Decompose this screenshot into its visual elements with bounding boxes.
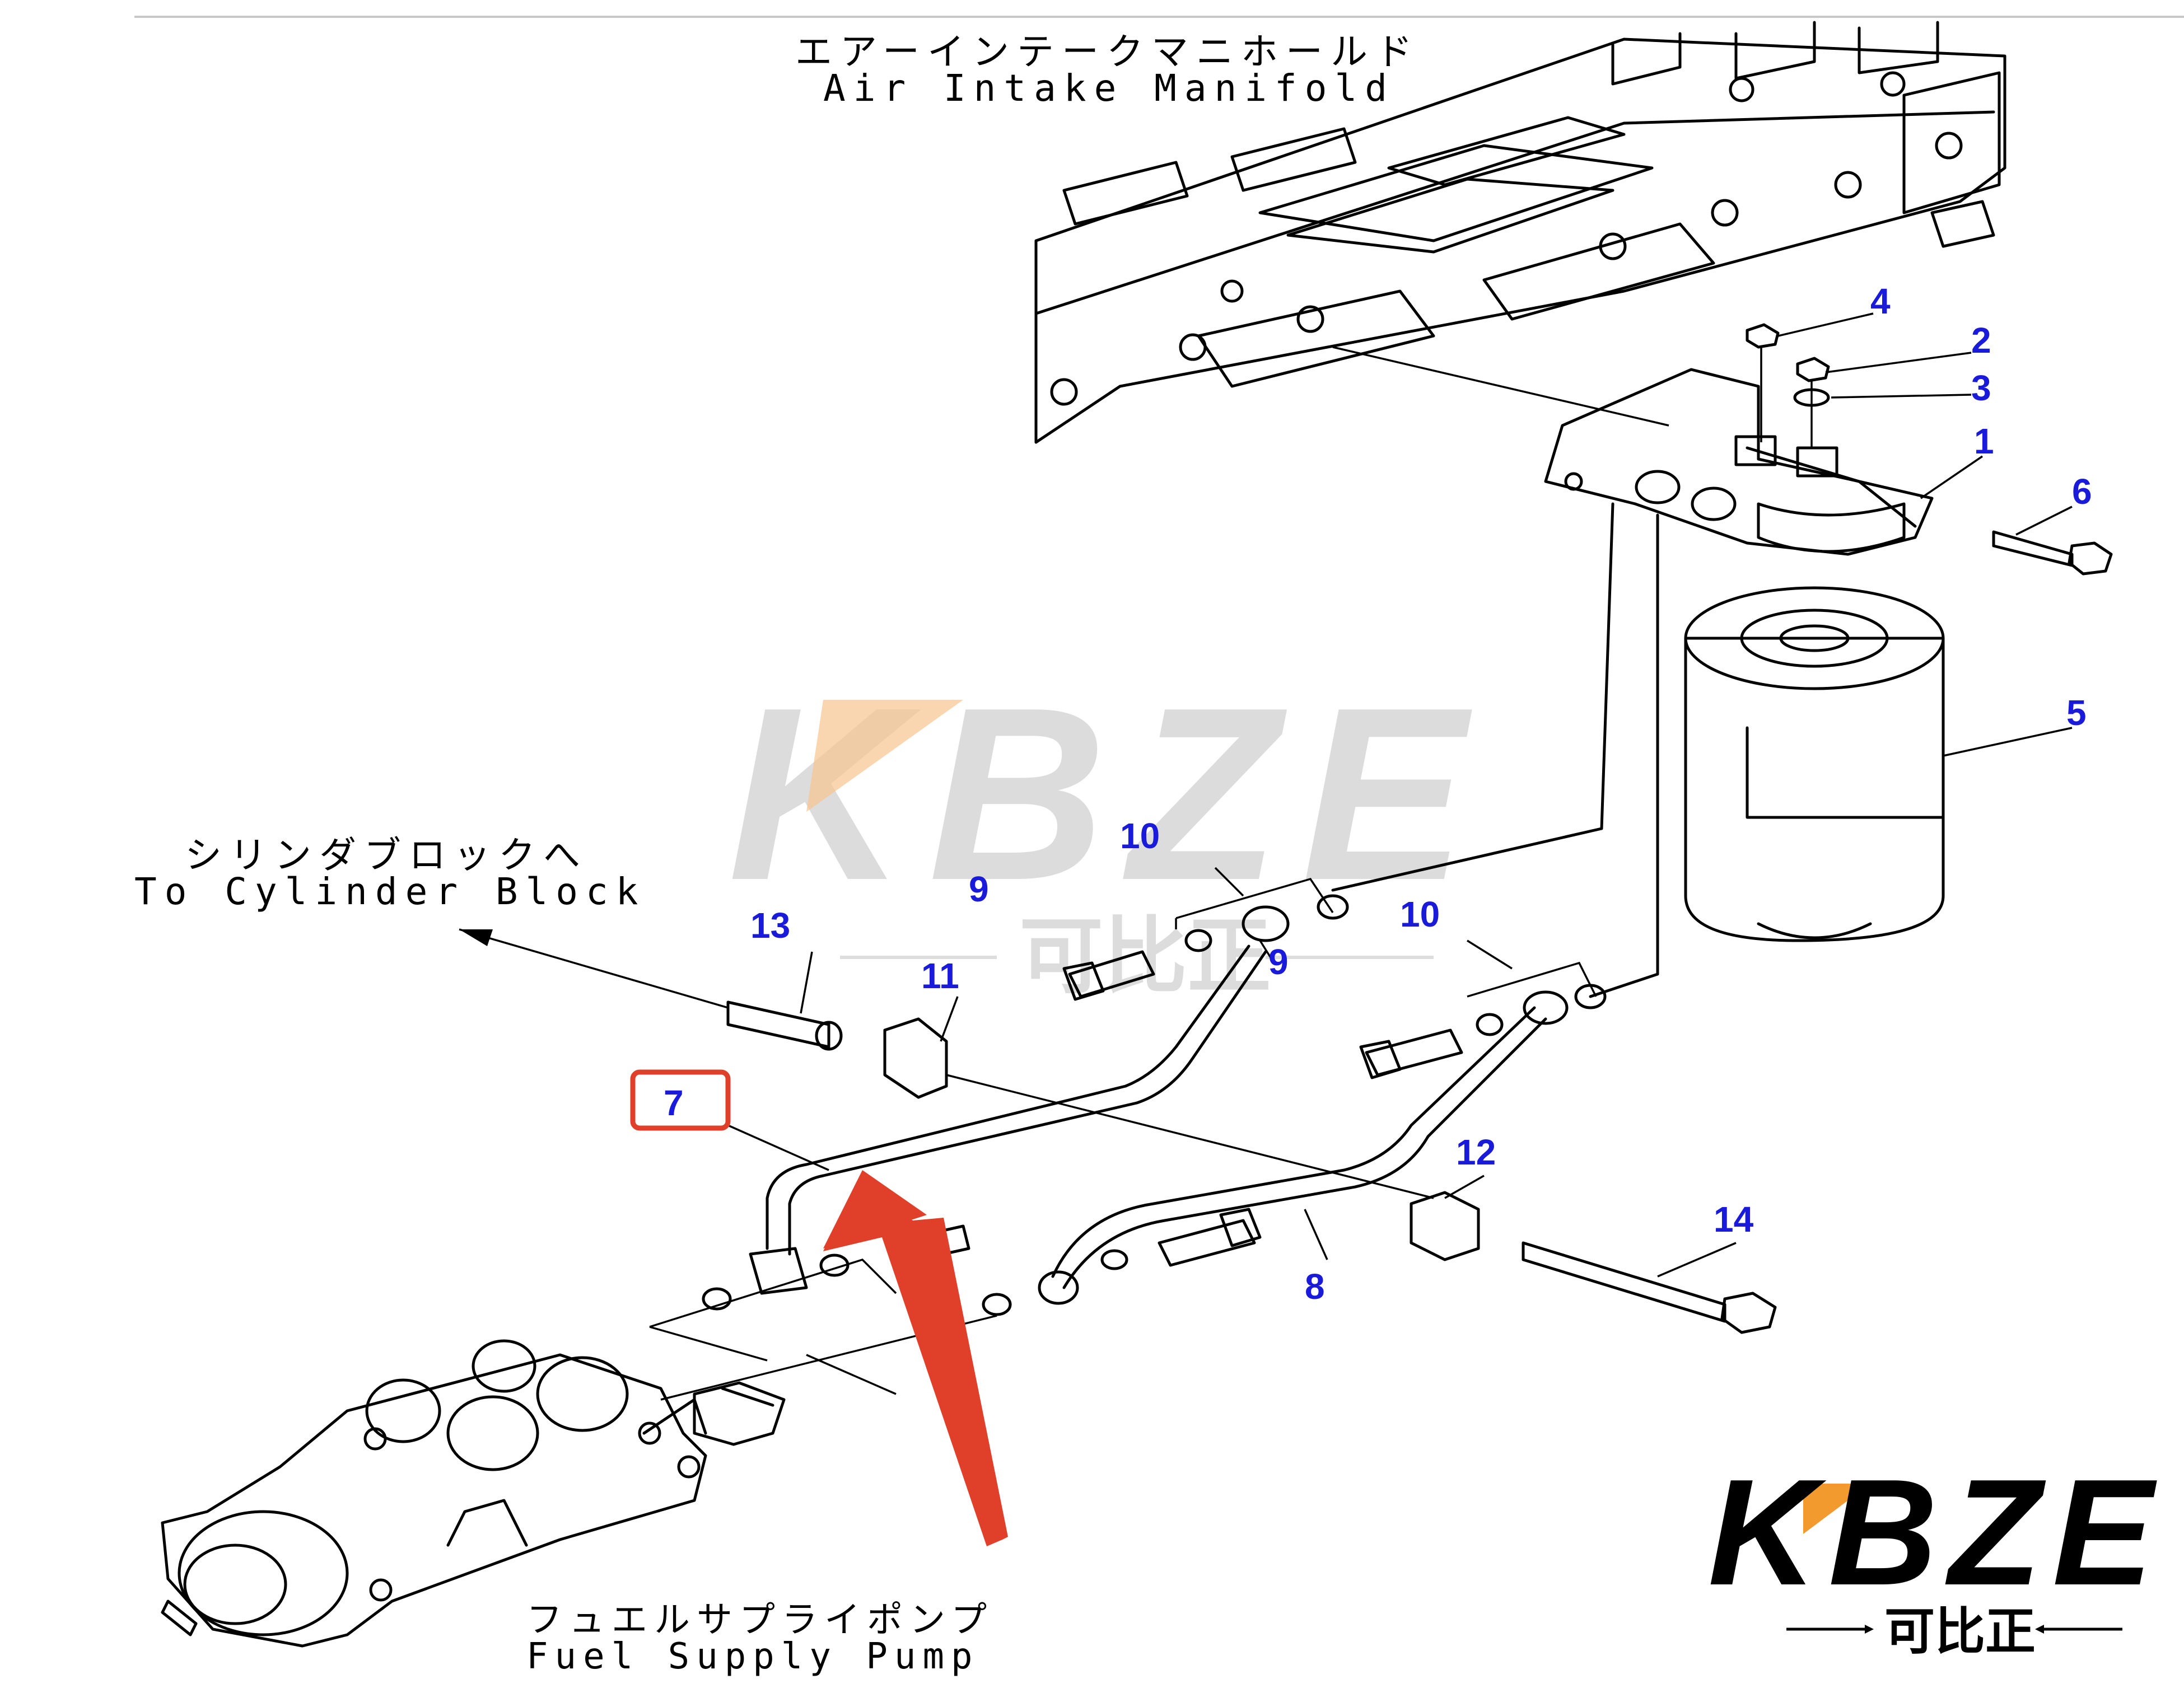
air-intake-label-en: Air Intake Manifold [823,67,1395,110]
banjo-bolt-9-upper [1062,950,1155,1001]
bracket-10-upper [1175,877,1349,952]
callout-9-lower: 9 [1268,942,1289,982]
filter-cartridge [1684,586,1945,942]
highlight-box [630,1069,731,1131]
callout-12: 12 [1456,1132,1496,1172]
air-intake-manifold [1034,21,2006,444]
fuel-pipe-8 [1038,1006,1547,1305]
filter-head [1332,346,1934,556]
to-cylinder-block-arrow [459,928,729,1009]
highlight-arrow [823,1170,1008,1546]
callout-11: 11 [921,956,959,996]
cylinder-block-label-jp: シリンダブロックへ [185,834,588,877]
callout-10-upper: 10 [1120,816,1160,856]
callout-3: 3 [1971,368,1991,408]
bolt-2 [1796,357,1830,448]
watermark-brand: KBZE [728,657,1488,932]
bolt-14 [1522,1241,1777,1334]
clip-11 [883,1017,1434,1199]
fuel-pump-label-en: Fuel Supply Pump [526,1636,979,1677]
bracket-10-lower [1467,961,1607,1036]
callout-7: 7 [664,1083,684,1123]
clip-12 [1410,1191,1480,1261]
callout-8: 8 [1305,1266,1325,1307]
callout-14: 14 [1714,1199,1754,1240]
bolt-4 [1746,323,1780,442]
banjo-bolt-9-lower [1359,1028,1463,1079]
air-intake-label-jp: エアーインテークマニホールド [795,30,1420,73]
callout-10-lower: 10 [1400,894,1440,934]
connector-13 [726,1000,843,1051]
logo-brand: KBZE [1708,1448,2164,1617]
leader-lines [727,312,2073,1278]
bolt-6 [1992,530,2113,576]
watermark: KBZE 可比正 [728,657,1488,1005]
kbze-logo: KBZE 可比正 [1708,1448,2164,1661]
callout-13: 13 [750,905,790,946]
callout-9-upper: 9 [969,869,989,909]
watermark-accent [806,700,963,812]
cylinder-block-label-en: To Cylinder Block [134,870,646,913]
fuel-supply-pump [161,1339,786,1648]
callout-2: 2 [1971,320,1991,361]
fuel-pipe-7 [749,944,1267,1295]
washer-3 [1793,388,1830,407]
fuel-lines-upper [1331,502,1659,998]
callouts: 4 2 3 1 6 5 10 9 13 11 9 10 7 12 14 8 [664,281,2092,1307]
callout-4: 4 [1870,281,1891,321]
callout-6: 6 [2072,471,2092,512]
logo-sub: 可比正 [1884,1602,2036,1661]
fuel-pump-label-jp: フュエルサプライポンプ [526,1600,993,1641]
callout-1: 1 [1974,421,1994,461]
logo-accent [1803,1484,1870,1534]
callout-5: 5 [2066,693,2087,733]
